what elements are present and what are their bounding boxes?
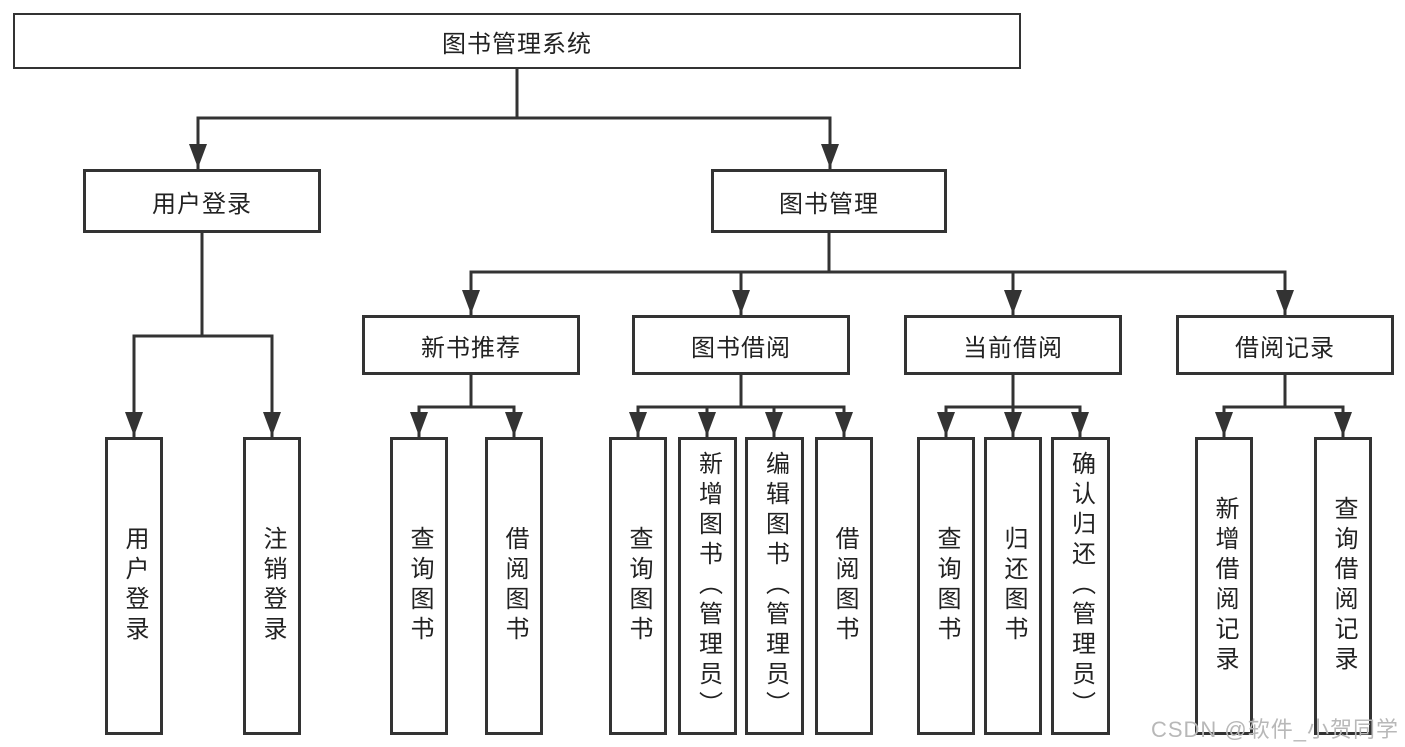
leaf-nb-borrow-books-label: 借阅图书 (501, 526, 528, 646)
leaf-cb-return-books: 归还图书 (984, 437, 1042, 735)
node-book-management-label: 图书管理 (779, 190, 879, 218)
leaf-logout-label: 注销登录 (259, 526, 286, 646)
leaf-bb-borrow-books-label: 借阅图书 (831, 526, 858, 646)
leaf-br-query-record-label: 查询借阅记录 (1330, 496, 1357, 676)
leaf-cb-confirm-return-admin: 确认归还（管理员） (1051, 437, 1110, 735)
connector-book-management-to-level3 (462, 231, 1294, 316)
connector-borrow-records-children (1215, 373, 1352, 438)
leaf-bb-query-books-label: 查询图书 (625, 526, 652, 646)
leaf-bb-edit-books-admin: 编辑图书（管理员） (745, 437, 804, 735)
connector-current-borrow-children (937, 373, 1089, 438)
node-book-borrow: 图书借阅 (632, 315, 850, 375)
node-book-management: 图书管理 (711, 169, 947, 233)
leaf-bb-add-books-admin: 新增图书（管理员） (678, 437, 737, 735)
node-new-book-recommend-label: 新书推荐 (421, 334, 521, 362)
leaf-bb-edit-books-admin-label: 编辑图书（管理员） (761, 451, 789, 721)
node-root-label: 图书管理系统 (442, 30, 592, 58)
connector-user-login-children (125, 231, 281, 438)
leaf-nb-borrow-books: 借阅图书 (485, 437, 543, 735)
node-current-borrow: 当前借阅 (904, 315, 1122, 375)
leaf-br-add-record-label: 新增借阅记录 (1211, 496, 1238, 676)
leaf-cb-confirm-return-admin-label: 确认归还（管理员） (1067, 451, 1095, 721)
connector-new-book-recommend-children (410, 373, 523, 438)
leaf-bb-add-books-admin-label: 新增图书（管理员） (694, 451, 722, 721)
leaf-br-query-record: 查询借阅记录 (1314, 437, 1372, 735)
leaf-br-add-record: 新增借阅记录 (1195, 437, 1253, 735)
node-current-borrow-label: 当前借阅 (963, 334, 1063, 362)
leaf-bb-query-books: 查询图书 (609, 437, 667, 735)
leaf-nb-query-books: 查询图书 (390, 437, 448, 735)
node-new-book-recommend: 新书推荐 (362, 315, 580, 375)
node-user-login-label: 用户登录 (152, 190, 252, 218)
leaf-nb-query-books-label: 查询图书 (406, 526, 433, 646)
leaf-user-login-label: 用户登录 (121, 526, 148, 646)
leaf-cb-query-books: 查询图书 (917, 437, 975, 735)
connector-root-to-level2 (189, 67, 839, 170)
leaf-cb-query-books-label: 查询图书 (933, 526, 960, 646)
leaf-logout: 注销登录 (243, 437, 301, 735)
watermark: CSDN @软件_小贺同学 (1150, 717, 1399, 742)
node-borrow-records-label: 借阅记录 (1235, 334, 1335, 362)
leaf-cb-return-books-label: 归还图书 (1000, 526, 1027, 646)
leaf-bb-borrow-books: 借阅图书 (815, 437, 873, 735)
node-user-login: 用户登录 (83, 169, 321, 233)
node-borrow-records: 借阅记录 (1176, 315, 1394, 375)
node-book-borrow-label: 图书借阅 (691, 334, 791, 362)
connector-book-borrow-children (629, 373, 853, 438)
leaf-user-login: 用户登录 (105, 437, 163, 735)
node-root: 图书管理系统 (13, 13, 1021, 69)
